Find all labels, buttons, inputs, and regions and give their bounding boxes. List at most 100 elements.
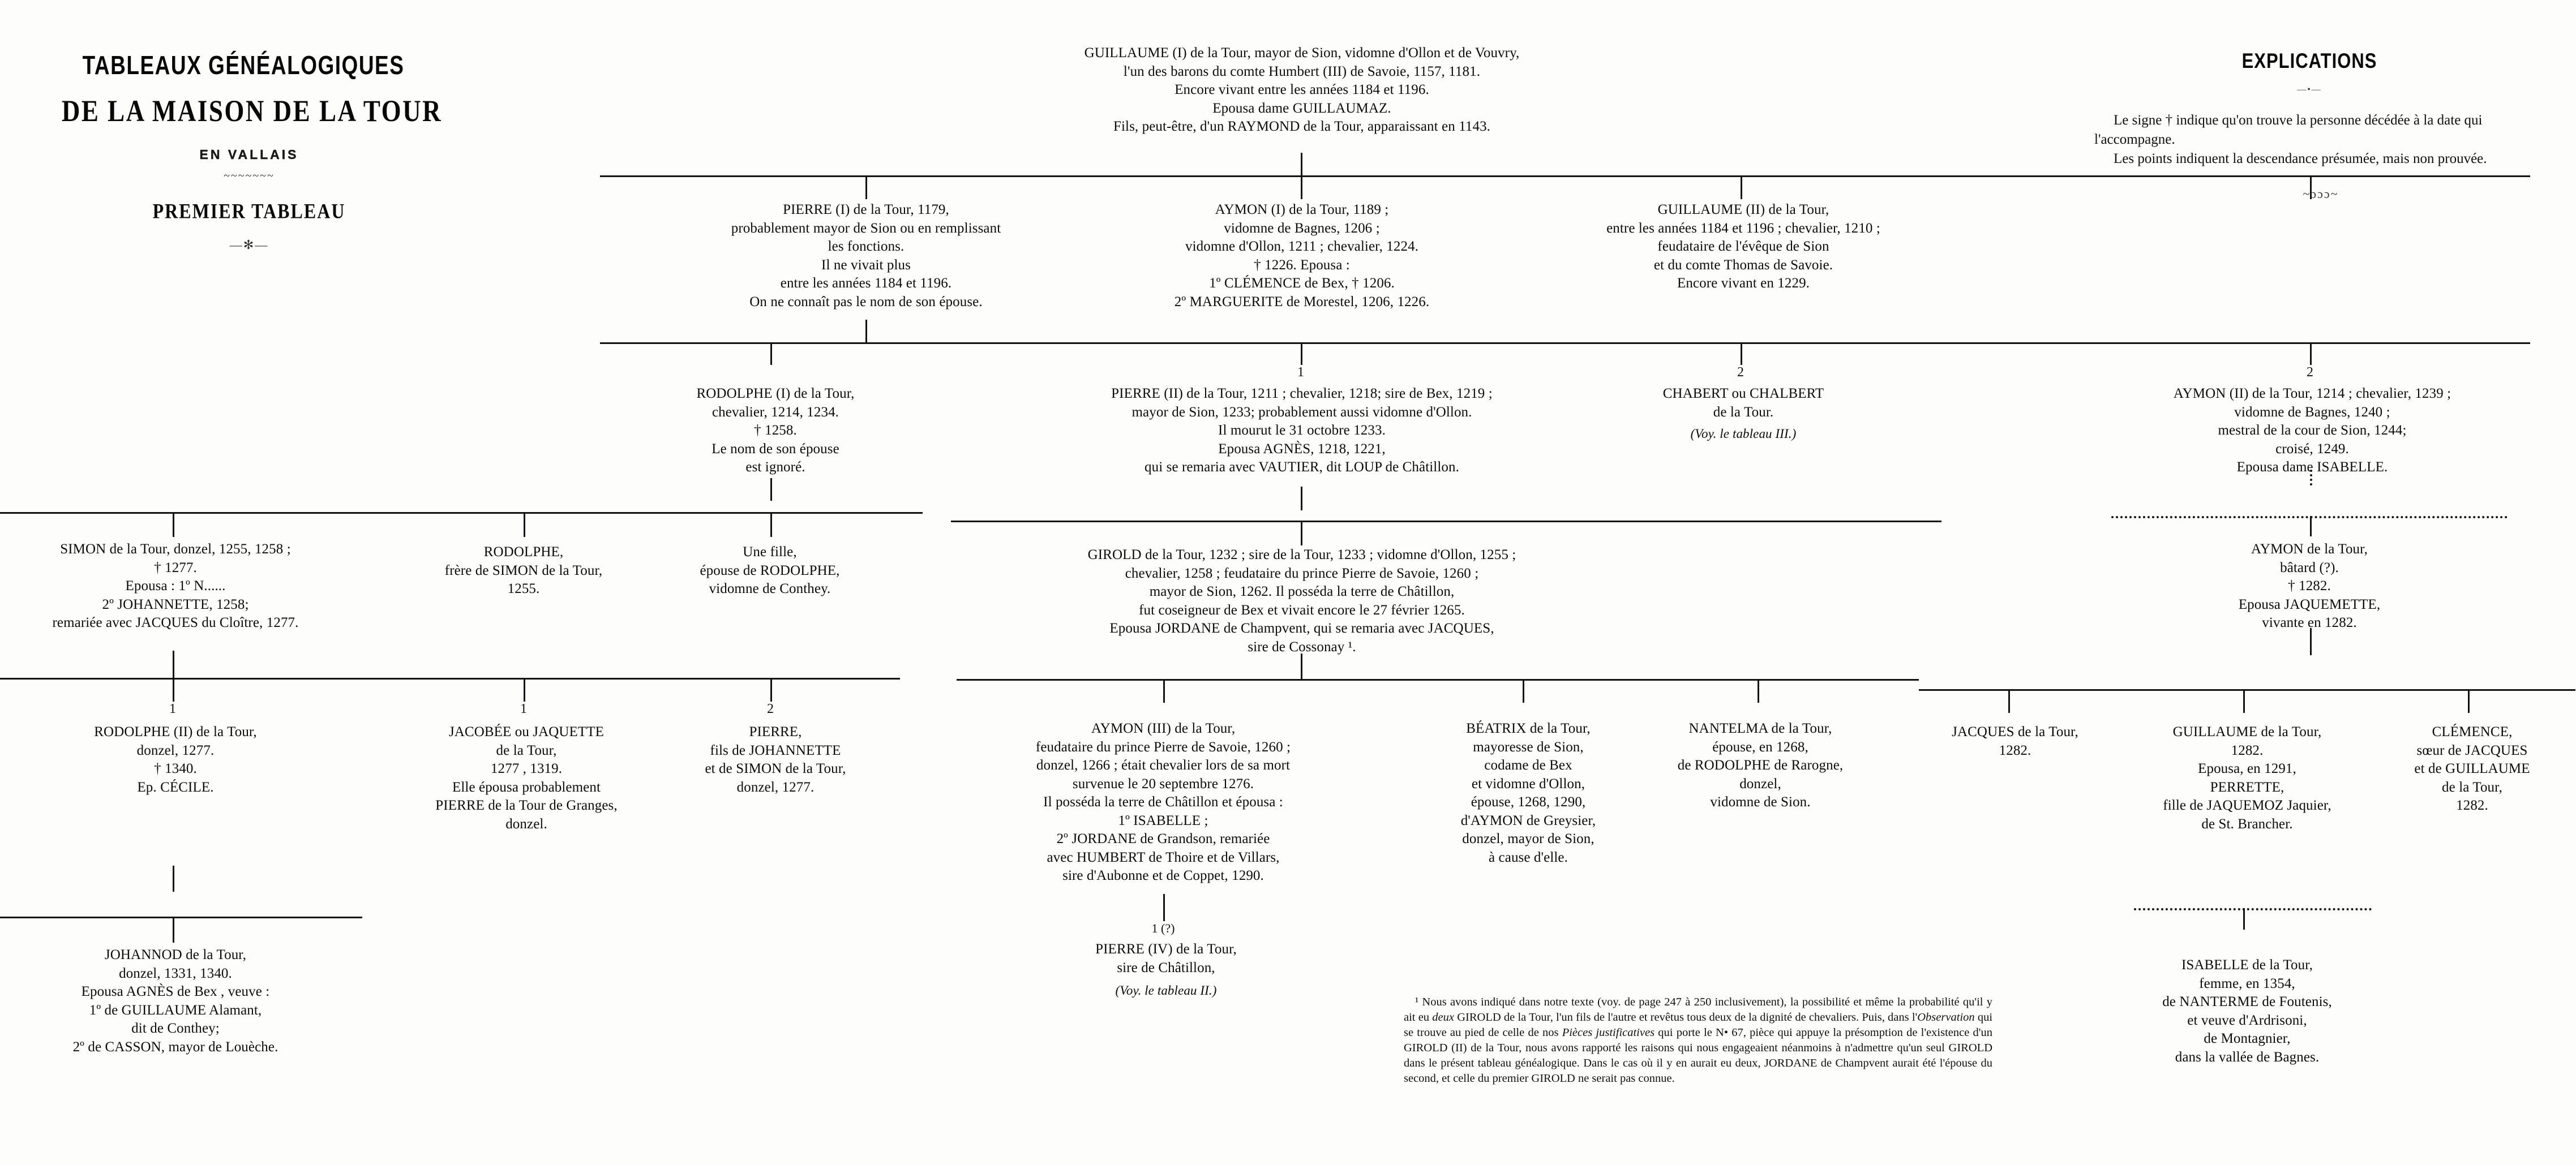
footnote-block: ¹ Nous avons indiqué dans notre texte (v… — [1404, 995, 1992, 1086]
connector-aymon-ii-upper — [2310, 177, 2312, 199]
explications-body: Le signe † indique qu'on trouve la perso… — [2094, 111, 2541, 168]
marker-aymon-ii: 2 — [2307, 365, 2313, 380]
connector-une-fille — [770, 513, 772, 537]
person-aymon-i: AYMON (I) de la Tour, 1189 ; vidomne de … — [1174, 202, 1430, 309]
marker-pierre-iv: 1 (?) — [1151, 921, 1175, 935]
connector-pierre-ii — [1301, 343, 1302, 365]
person-guillaume-1282: GUILLAUME de la Tour, 1282. Epousa, en 1… — [2163, 724, 2331, 832]
connector-aymon-iii-down — [1163, 894, 1165, 921]
footnote-italic-2: Observation — [1917, 1011, 1975, 1024]
marker-jacobee: 1 — [520, 702, 527, 716]
sibling-bar-generation-2 — [600, 175, 2530, 177]
person-johannod: JOHANNOD de la Tour, donzel, 1331, 1340.… — [72, 947, 278, 1055]
person-pierre-ii: PIERRE (II) de la Tour, 1211 ; chevalier… — [1111, 386, 1493, 475]
sibling-bar-generation-6-left — [0, 917, 362, 918]
person-girold: GIROLD de la Tour, 1232 ; sire de la Tou… — [1087, 547, 1516, 655]
connector-clemence — [2468, 690, 2470, 713]
connector-aymon-iii — [1163, 680, 1165, 703]
person-rodolphe-ii: RODOLPHE (II) de la Tour, donzel, 1277. … — [94, 724, 257, 795]
marker-pierre-johannette: 2 — [767, 702, 774, 716]
footnote-part-2: GIROLD de la Tour, l'un fils de l'autre … — [1454, 1011, 1918, 1024]
connector-aymon-batard — [2310, 516, 2312, 536]
connector-rodolphe-i-down — [770, 478, 772, 501]
explications-ornament-2: ~ɔɔɔ~ — [2303, 187, 2339, 201]
person-pierre-iv: PIERRE (IV) de la Tour, sire de Châtillo… — [1095, 942, 1237, 975]
sibling-bar-generation-4-left — [0, 512, 923, 514]
sibling-bar-generation-5-mid — [957, 679, 1919, 681]
person-guillaume-i: GUILLAUME (I) de la Tour, mayor de Sion,… — [1084, 45, 1520, 134]
connector-rodolphe-ii-down — [173, 866, 174, 892]
connector-guillaume-ii — [1741, 177, 1742, 199]
connector-pierre-ii-down — [1301, 487, 1302, 510]
dotted-sibling-bar-aymon-batard — [2111, 516, 2508, 518]
connector-pierre-i-down — [865, 320, 867, 342]
explications-paragraph-1: Le signe † indique qu'on trouve la perso… — [2094, 113, 2483, 147]
person-pierre-johannette: PIERRE, fils de JOHANNETTE et de SIMON d… — [705, 724, 846, 795]
dotted-sibling-bar-isabelle — [2134, 908, 2372, 910]
person-rodolphe-frere: RODOLPHE, frère de SIMON de la Tour, 125… — [444, 544, 603, 596]
marker-chabert: 2 — [1737, 365, 1744, 380]
connector-rodolphe-frere — [524, 513, 525, 537]
explications-ornament: —•— — [2297, 85, 2322, 94]
explications-heading: EXPLICATIONS — [2241, 49, 2377, 73]
connector-aymon-ii — [2310, 343, 2312, 365]
connector-rodolphe-i — [770, 343, 772, 365]
connector-jacobee — [524, 679, 525, 702]
connector-nantelma — [1758, 680, 1759, 703]
connector-g1-down — [1301, 153, 1302, 177]
footnote-italic-1: deux — [1432, 1011, 1454, 1024]
dotted-connector-aymon-ii-down — [2310, 470, 2312, 485]
ornament-divider-1: ~~~~~~~ — [224, 170, 275, 182]
person-nantelma: NANTELMA de la Tour, épouse, en 1268, de… — [1677, 721, 1844, 810]
ornament-divider-2: —✻— — [229, 238, 269, 252]
connector-chabert — [1741, 343, 1742, 365]
connector-girold — [1301, 522, 1302, 545]
sibling-bar-generation-4-right — [951, 521, 1941, 522]
person-jacobee: JACOBÉE ou JAQUETTE de la Tour, 1277 , 1… — [435, 724, 618, 832]
connector-rodolphe-ii — [173, 679, 174, 702]
person-aymon-iii: AYMON (III) de la Tour, feudataire du pr… — [1035, 721, 1291, 883]
footnote-part-4: qui porte le N• 67, pièce qui appuye la … — [1404, 1026, 1992, 1085]
person-guillaume-ii: GUILLAUME (II) de la Tour, entre les ann… — [1606, 202, 1880, 291]
connector-pierre-johannette — [770, 679, 772, 702]
page-subtitle: DE LA MAISON DE LA TOUR — [61, 94, 443, 128]
page-title: TABLEAUX GÉNÉALOGIQUES — [82, 50, 405, 80]
connector-simon — [173, 513, 174, 537]
person-clemence: CLÉMENCE, sœur de JACQUES et de GUILLAUM… — [2414, 724, 2530, 813]
connector-beatrix — [1523, 680, 1524, 703]
marker-pierre-ii: 1 — [1297, 365, 1304, 380]
sibling-bar-generation-5-left — [0, 678, 900, 680]
person-chabert-reference: (Voy. le tableau III.) — [1690, 427, 1797, 441]
sibling-bar-generation-5-right — [1919, 689, 2575, 691]
person-aymon-ii: AYMON (II) de la Tour, 1214 ; chevalier,… — [2173, 386, 2451, 475]
connector-johannod — [173, 918, 174, 943]
person-beatrix: BÉATRIX de la Tour, mayoresse de Sion, c… — [1460, 721, 1596, 865]
footnote-part-3: qui se trouve au pied de celle de nos — [1404, 1011, 1993, 1039]
footnote-italic-3: Pièces justificatives — [1562, 1026, 1655, 1039]
connector-girold-down — [1301, 654, 1302, 679]
footnote-marker: ¹ — [1415, 996, 1419, 1008]
table-number-label: PREMIER TABLEAU — [152, 199, 346, 223]
person-pierre-iv-reference: (Voy. le tableau II.) — [1115, 983, 1217, 998]
connector-aymon-i — [1301, 177, 1302, 199]
page-region-label: EN VALLAIS — [199, 147, 299, 162]
connector-simon-down — [173, 651, 174, 678]
person-isabelle: ISABELLE de la Tour, femme, en 1354, de … — [2162, 957, 2332, 1065]
explications-paragraph-2: Les points indiquent la descendance prés… — [2114, 151, 2487, 166]
connector-jacques — [2008, 690, 2010, 713]
person-aymon-batard: AYMON de la Tour, bâtard (?). † 1282. Ep… — [2238, 541, 2381, 630]
person-chabert: CHABERT ou CHALBERT de la Tour. — [1662, 386, 1824, 420]
sibling-bar-generation-3-left — [600, 342, 1941, 344]
connector-guillaume-1282 — [2243, 690, 2245, 713]
connector-isabelle — [2243, 908, 2245, 930]
person-pierre-i: PIERRE (I) de la Tour, 1179, probablemen… — [731, 202, 1001, 309]
person-une-fille: Une fille, épouse de RODOLPHE, vidomne d… — [700, 544, 840, 596]
footnote-text: ¹ Nous avons indiqué dans notre texte (v… — [1404, 995, 1992, 1086]
connector-pierre-i — [865, 177, 867, 199]
sibling-bar-generation-3-right — [1925, 342, 2530, 344]
footnote-part-1: Nous avons indiqué dans notre texte (voy… — [1404, 996, 1992, 1024]
connector-aymon-batard-down — [2310, 628, 2312, 655]
marker-rodolphe-ii: 1 — [169, 702, 176, 716]
person-simon: SIMON de la Tour, donzel, 1255, 1258 ; †… — [52, 541, 299, 630]
